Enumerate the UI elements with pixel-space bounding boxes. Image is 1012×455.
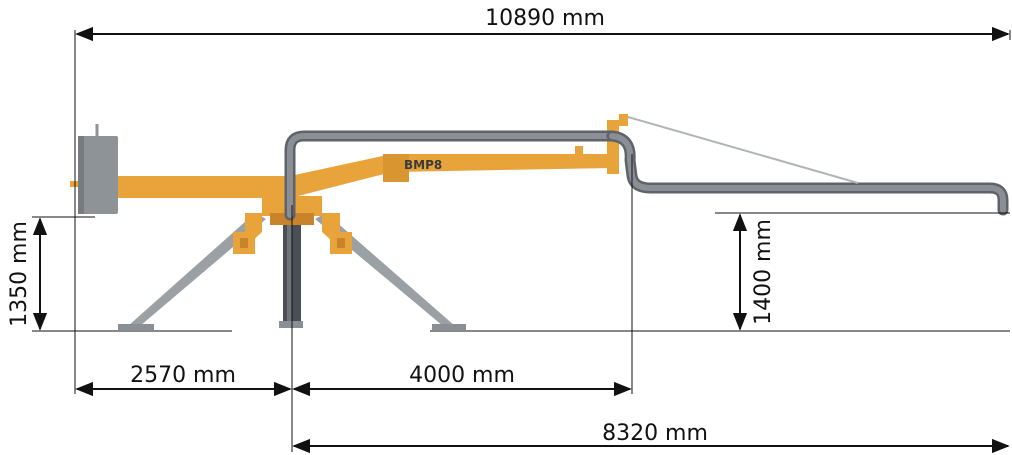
left-foot	[118, 324, 154, 330]
left-leg	[128, 213, 266, 326]
delivery-pipe	[284, 130, 1009, 221]
model-label: BMP8	[404, 158, 442, 172]
placing-boom-machine: BMP8	[70, 114, 1009, 330]
column-foot	[279, 321, 303, 328]
dim-rear-section-label: 2570 mm	[130, 363, 236, 388]
dimension-annotations: 10890 mm 2570 mm 4000 mm 8320 mm 1350 mm…	[7, 6, 1011, 454]
right-foot	[432, 324, 466, 330]
dim-total-length-label: 10890 mm	[485, 6, 605, 31]
boom-joint-plate	[383, 154, 409, 182]
dim-base-height-label: 1350 mm	[7, 221, 32, 327]
dim-outlet-height-label: 1400 mm	[751, 219, 776, 325]
guy-cable	[627, 116, 859, 184]
dim-first-boom-label: 4000 mm	[409, 363, 515, 388]
counterweight	[70, 124, 118, 214]
first-boom	[290, 154, 612, 198]
rear-boom-arm	[95, 176, 290, 198]
dim-reach-label: 8320 mm	[602, 421, 708, 446]
